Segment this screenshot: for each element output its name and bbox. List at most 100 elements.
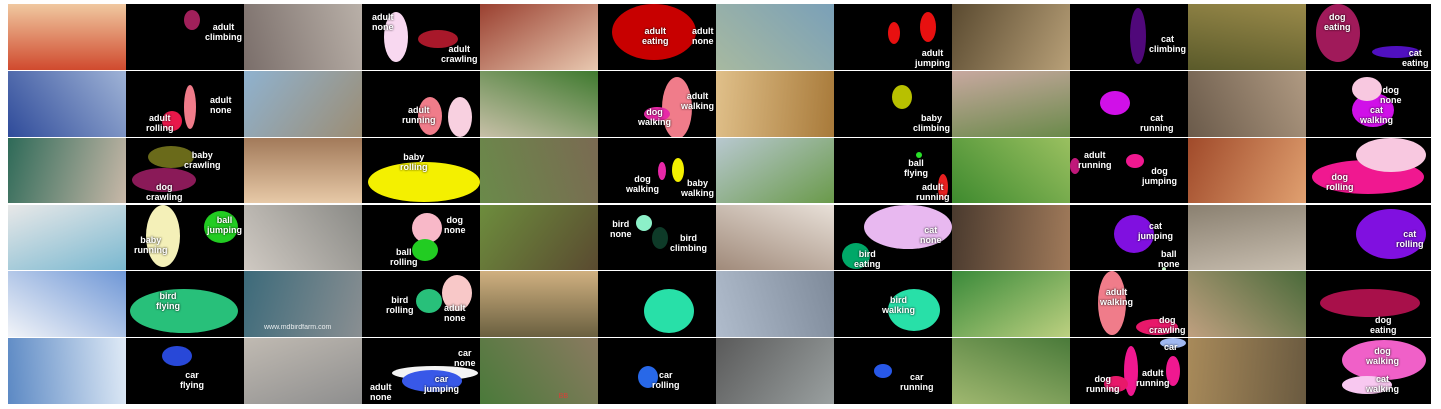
- actor-action-label: adult running: [402, 104, 436, 125]
- actor-action-label: adult running: [1136, 368, 1170, 389]
- object-mask: [612, 4, 696, 60]
- video-frame: [1188, 4, 1306, 70]
- actor-action-label: car rolling: [652, 370, 680, 391]
- watermark-text: www.mdbirdfarm.com: [264, 324, 332, 332]
- segmentation-mask: adult climbing: [126, 4, 244, 70]
- actor-action-label: dog walking: [638, 106, 672, 127]
- segmentation-mask: adult running: [362, 70, 480, 137]
- mask-shapes: [874, 364, 892, 379]
- actor-action-label: adult walking: [1100, 287, 1134, 308]
- actor-action-label: baby crawling: [184, 149, 221, 170]
- object-mask: [638, 366, 658, 389]
- mask-shapes: [1356, 208, 1426, 259]
- object-mask: [864, 204, 952, 249]
- mask-shapes: [916, 151, 948, 200]
- actor-action-label: bird walking: [882, 295, 916, 316]
- mask-shapes: [644, 76, 692, 137]
- object-mask: [1160, 338, 1186, 349]
- object-mask: [1126, 153, 1144, 168]
- actor-action-label: dog none: [1380, 84, 1402, 105]
- segmentation-mask: baby climbing: [834, 70, 952, 137]
- mask-shapes: [162, 346, 192, 367]
- mask-shapes: [1352, 76, 1394, 127]
- video-frame: [8, 338, 126, 404]
- object-mask: [1162, 266, 1166, 271]
- mask-shapes: [1312, 137, 1426, 194]
- object-mask: [1098, 271, 1126, 336]
- actor-action-label: bird eating: [854, 248, 881, 269]
- mask-shapes: [888, 12, 936, 44]
- object-mask: [1372, 46, 1420, 58]
- actor-action-label: cat running: [1140, 112, 1174, 133]
- segmentation-mask: dog eating: [1306, 271, 1431, 338]
- object-mask: [132, 167, 196, 192]
- actor-action-label: cat climbing: [1149, 34, 1187, 54]
- object-mask: [416, 289, 442, 314]
- object-mask: [916, 151, 922, 158]
- photo-column: [716, 4, 834, 405]
- object-mask: [1100, 90, 1130, 115]
- actor-action-label: ball rolling: [390, 246, 418, 267]
- actor-action-label: dog none: [444, 214, 466, 235]
- object-mask: [658, 161, 666, 180]
- object-mask: [1342, 340, 1426, 381]
- video-frame: [8, 70, 126, 137]
- video-frame: [244, 137, 362, 204]
- video-frame: [952, 338, 1070, 404]
- video-frame: [244, 70, 362, 137]
- mask-shapes: [636, 214, 668, 249]
- object-mask: [874, 364, 892, 379]
- video-frame: [1188, 338, 1306, 404]
- object-mask: [1356, 137, 1426, 172]
- object-mask: [418, 30, 458, 48]
- mask-shapes: [1100, 90, 1130, 115]
- mask-shapes: [132, 145, 196, 192]
- object-mask: [1342, 376, 1392, 395]
- mask-shapes: [612, 4, 696, 60]
- object-mask: [384, 12, 408, 62]
- object-mask: [652, 226, 668, 249]
- object-mask: [1356, 208, 1426, 259]
- object-mask: [368, 161, 480, 202]
- segmentation-mask: cat rolling: [1306, 204, 1431, 271]
- mask-shapes: [368, 161, 480, 202]
- segmentation-mask: dog rolling: [1306, 137, 1431, 204]
- video-frame: [244, 204, 362, 271]
- video-frame: [1188, 271, 1306, 338]
- object-mask: [448, 96, 472, 137]
- mask-shapes: [644, 289, 694, 334]
- actor-action-label: dog running: [1086, 374, 1120, 395]
- actor-action-label: dog eating: [1370, 315, 1397, 336]
- actor-action-label: car running: [900, 372, 934, 393]
- segmentation-mask: [598, 271, 716, 338]
- mask-shapes: [412, 212, 442, 261]
- mask-shapes: [842, 204, 952, 269]
- watermark-logo: BB: [558, 392, 568, 400]
- actor-action-label: cat walking: [1360, 104, 1394, 125]
- actor-action-label: adult walking: [681, 90, 715, 111]
- mask-shapes: [130, 289, 238, 334]
- actor-action-label: dog rolling: [1326, 171, 1354, 192]
- actor-action-label: dog crawling: [146, 181, 183, 202]
- mask-shapes: [1070, 153, 1144, 174]
- object-mask: [1104, 376, 1128, 393]
- video-frame: [480, 4, 598, 70]
- object-mask: [162, 110, 182, 131]
- video-frame: [716, 204, 834, 271]
- mask-shapes: [888, 289, 940, 332]
- video-frame: [716, 137, 834, 204]
- photo-column: [8, 4, 126, 405]
- object-mask: [1136, 319, 1178, 336]
- object-mask: [204, 210, 238, 243]
- video-frame: [8, 271, 126, 338]
